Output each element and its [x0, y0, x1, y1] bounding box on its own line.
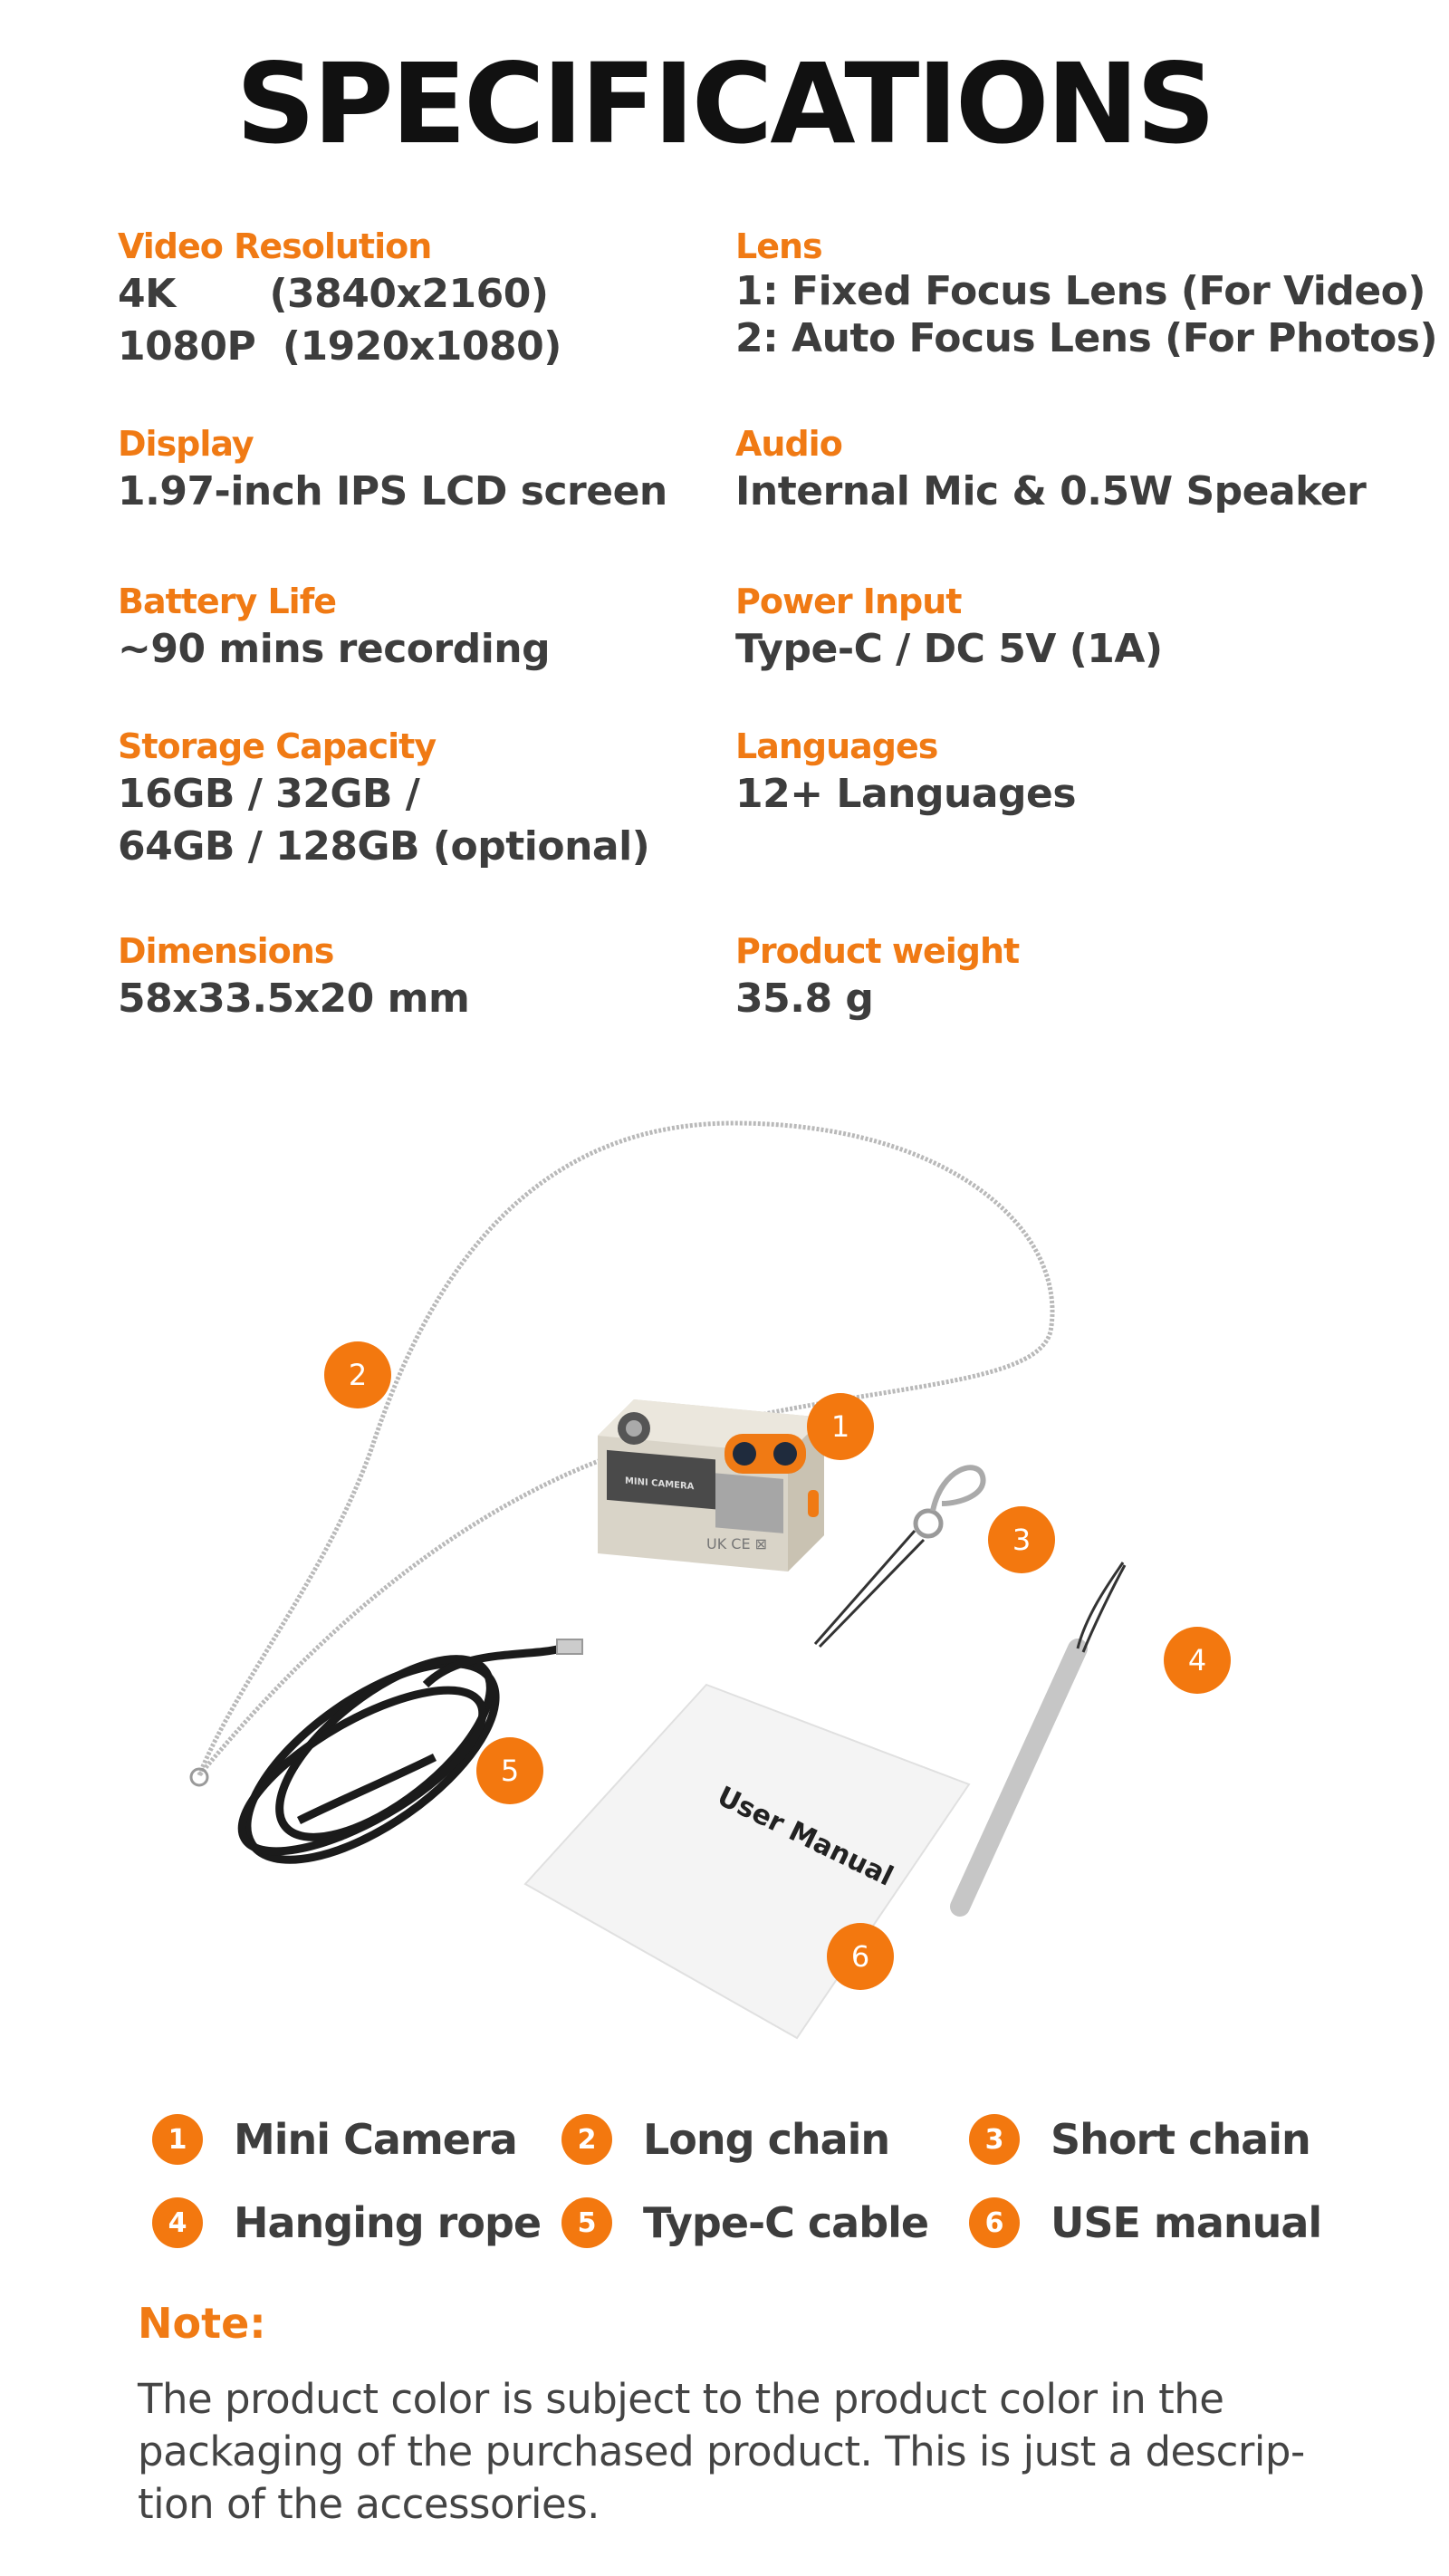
spec-value: 12+ Languages [735, 771, 1077, 817]
legend-badge: 5 [561, 2197, 612, 2248]
user-manual: User Manual [523, 1683, 971, 2040]
note-line: tion of the accessories. [138, 2480, 600, 2528]
spec-label: Audio [735, 424, 843, 464]
hanging-rope [950, 1562, 1127, 1917]
callout-3: 3 [988, 1506, 1055, 1573]
legend-label: USE manual [1051, 2198, 1322, 2247]
note-body: The product color is subject to the prod… [138, 2373, 1306, 2531]
callout-1: 1 [807, 1393, 874, 1460]
spec-dimensions: Dimensions 58x33.5x20 mm [118, 929, 470, 1025]
legend-badge: 2 [561, 2114, 612, 2165]
spec-lens: Lens 1: Fixed Focus Lens (For Video) 2: … [735, 225, 1438, 362]
svg-text:3: 3 [1012, 1523, 1031, 1557]
spec-label: Lens [735, 226, 823, 266]
callout-6: 6 [827, 1923, 894, 1990]
legend-badge: 4 [152, 2197, 203, 2248]
legend-label: Hanging rope [234, 2198, 542, 2247]
spec-label: Dimensions [118, 931, 334, 971]
legend-label: Short chain [1051, 2115, 1311, 2164]
spec-value: 35.8 g [735, 976, 874, 1022]
accessories-photo: MINI CAMERA UK CE ⊠ User Manual [189, 1120, 1231, 2040]
note-line: The product color is subject to the prod… [138, 2375, 1224, 2423]
callout-4: 4 [1164, 1627, 1231, 1694]
spec-value: 58x33.5x20 mm [118, 976, 470, 1022]
svg-text:6: 6 [851, 1939, 869, 1974]
legend-badge: 3 [969, 2114, 1020, 2165]
legend-item-short-chain: 3 Short chain [969, 2114, 1311, 2165]
legend-badge: 6 [969, 2197, 1020, 2248]
callout-5: 5 [476, 1737, 543, 1804]
svg-text:2: 2 [349, 1358, 367, 1392]
legend-label: Long chain [643, 2115, 890, 2164]
spec-value: ~90 mins recording [118, 626, 551, 672]
spec-value: 2: Auto Focus Lens (For Photos) [735, 315, 1438, 361]
spec-label: Display [118, 424, 254, 464]
legend-label: Type-C cable [643, 2198, 929, 2247]
spec-value: Internal Mic & 0.5W Speaker [735, 468, 1367, 514]
legend-item-type-c-cable: 5 Type-C cable [561, 2197, 929, 2248]
spec-value: 1080P (1920x1080) [118, 323, 561, 370]
page-title: SPECIFICATIONS [235, 40, 1215, 168]
spec-value: 4K (3840x2160) [118, 271, 549, 317]
spec-video-resolution: Video Resolution 4K (3840x2160) 1080P (1… [118, 225, 561, 373]
legend-item-long-chain: 2 Long chain [561, 2114, 890, 2165]
spec-value: Type-C / DC 5V (1A) [735, 626, 1163, 672]
short-chain [813, 1465, 986, 1648]
camera-lenses [724, 1434, 806, 1474]
legend-badge: 1 [152, 2114, 203, 2165]
spec-label: Video Resolution [118, 226, 432, 266]
spec-label: Languages [735, 726, 938, 766]
svg-text:UK CE ⊠: UK CE ⊠ [706, 1535, 767, 1552]
note-line: packaging of the purchased product. This… [138, 2427, 1305, 2475]
note-title: Note: [138, 2299, 266, 2348]
spec-label: Power Input [735, 582, 962, 621]
svg-text:4: 4 [1188, 1643, 1206, 1677]
spec-product-weight: Product weight 35.8 g [735, 929, 1020, 1025]
legend-item-use-manual: 6 USE manual [969, 2197, 1322, 2248]
spec-value: 1.97-inch IPS LCD screen [118, 468, 667, 514]
mini-camera: MINI CAMERA UK CE ⊠ [598, 1399, 824, 1572]
svg-text:5: 5 [501, 1754, 519, 1788]
legend-item-hanging-rope: 4 Hanging rope [152, 2197, 542, 2248]
spec-storage-capacity: Storage Capacity 16GB / 32GB / 64GB / 12… [118, 725, 650, 873]
spec-languages: Languages 12+ Languages [735, 725, 1077, 821]
spec-battery-life: Battery Life ~90 mins recording [118, 580, 551, 676]
callout-2: 2 [324, 1341, 391, 1408]
spec-display: Display 1.97-inch IPS LCD screen [118, 422, 667, 518]
spec-label: Storage Capacity [118, 726, 437, 766]
legend-label: Mini Camera [234, 2115, 518, 2164]
long-chain [197, 1120, 1055, 1777]
spec-value: 1: Fixed Focus Lens (For Video) [735, 268, 1426, 314]
legend-item-mini-camera: 1 Mini Camera [152, 2114, 518, 2165]
spec-power-input: Power Input Type-C / DC 5V (1A) [735, 580, 1163, 676]
svg-text:1: 1 [831, 1409, 849, 1444]
spec-label: Product weight [735, 931, 1020, 971]
type-c-cable [237, 1639, 583, 1864]
spec-label: Battery Life [118, 582, 337, 621]
spec-audio: Audio Internal Mic & 0.5W Speaker [735, 422, 1367, 518]
spec-value: 16GB / 32GB / [118, 771, 420, 817]
spec-value: 64GB / 128GB (optional) [118, 823, 650, 870]
